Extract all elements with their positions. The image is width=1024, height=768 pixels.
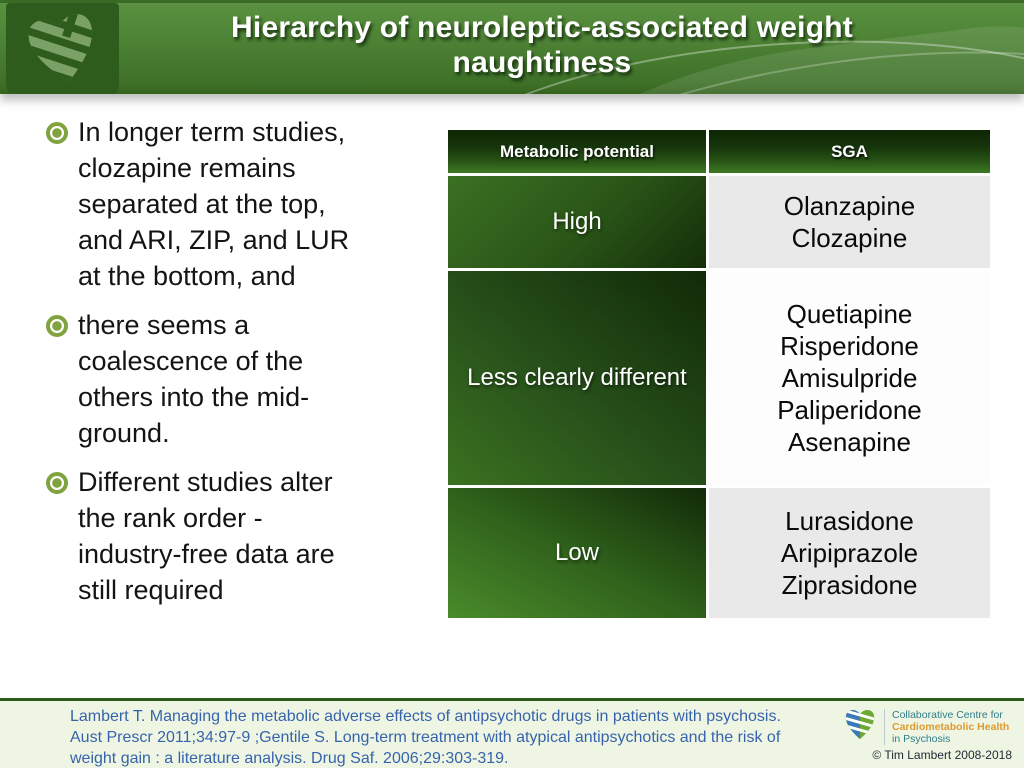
citation-line: Lambert T. Managing the metabolic advers…	[70, 708, 781, 725]
bullet-line: and ARI, ZIP, and LUR	[78, 225, 350, 255]
bullet-list: In longer term studies, clozapine remain…	[46, 114, 458, 621]
drug-name: Amisulpride	[781, 363, 918, 393]
drug-name: Olanzapine	[783, 191, 916, 221]
table-cell-potential-low: Low	[448, 488, 706, 618]
citation-text: Lambert T. Managing the metabolic advers…	[70, 706, 830, 768]
footer-logo-line3: in Psychosis	[892, 732, 951, 745]
footer-logo-line2: Cardiometabolic Health	[892, 720, 1010, 733]
bullet-line: the rank order -	[78, 503, 263, 533]
table-cell-sga-mid: Quetiapine Risperidone Amisulpride Palip…	[709, 271, 990, 485]
header-logo-box	[6, 3, 119, 94]
bullet-item-3: Different studies alter the rank order -…	[46, 464, 458, 608]
drug-name: Risperidone	[780, 331, 919, 361]
drug-name: Lurasidone	[785, 506, 914, 536]
bullet-line: Different studies alter	[78, 467, 333, 497]
cardiometabolic-heart-logo-icon	[841, 706, 879, 747]
bullet-line: coalescence of the	[78, 346, 304, 376]
footer-logo-line1: Collaborative Centre for	[892, 708, 1003, 721]
drug-name: Ziprasidone	[781, 570, 918, 600]
bullet-line: there seems a	[78, 310, 250, 340]
bullet-line: separated at the top,	[78, 189, 326, 219]
drug-name: Asenapine	[788, 427, 911, 457]
footer-logo: Collaborative Centre for Cardiometabolic…	[841, 706, 1009, 747]
slide-title-line2: naughtiness	[452, 46, 632, 79]
bullet-line: clozapine remains	[78, 153, 296, 183]
bullet-line: still required	[78, 575, 224, 605]
table-cell-sga-low: Lurasidone Aripiprazole Ziprasidone	[709, 488, 990, 618]
bullet-icon	[46, 122, 68, 144]
bullet-line: In longer term studies,	[78, 117, 346, 147]
heart-leaf-logo-icon	[20, 7, 106, 95]
bullet-icon	[46, 315, 68, 337]
bullet-text-2: there seems a coalescence of the others …	[78, 307, 309, 451]
bullet-item-2: there seems a coalescence of the others …	[46, 307, 458, 451]
bullet-line: others into the mid-	[78, 382, 310, 412]
bullet-item-1: In longer term studies, clozapine remain…	[46, 114, 458, 294]
drug-name: Paliperidone	[777, 395, 922, 425]
drug-name: Quetiapine	[786, 299, 913, 329]
table-cell-potential-mid: Less clearly different	[448, 271, 706, 485]
drug-name: Clozapine	[791, 223, 908, 253]
citation-line: weight gain : a literature analysis. Dru…	[70, 750, 509, 767]
bullet-line: industry-free data are	[78, 539, 335, 569]
footer-bar: Lambert T. Managing the metabolic advers…	[0, 698, 1024, 768]
copyright-text: © Tim Lambert 2008-2018	[872, 748, 1012, 762]
footer-logo-divider	[884, 708, 885, 745]
slide-title-line1: Hierarchy of neuroleptic-associated weig…	[231, 11, 853, 44]
citation-line: Aust Prescr 2011;34:97-9 ;Gentile S. Lon…	[70, 729, 781, 746]
bullet-line: ground.	[78, 418, 170, 448]
bullet-text-1: In longer term studies, clozapine remain…	[78, 114, 349, 294]
table-cell-sga-high: Olanzapine Clozapine	[709, 176, 990, 268]
slide-title: Hierarchy of neuroleptic-associated weig…	[120, 10, 964, 80]
drug-name: Aripiprazole	[780, 538, 919, 568]
metabolic-potential-table: Metabolic potential SGA High Olanzapine …	[448, 130, 990, 618]
bullet-icon	[46, 472, 68, 494]
bullet-text-3: Different studies alter the rank order -…	[78, 464, 335, 608]
table-cell-potential-high: High	[448, 176, 706, 268]
bullet-line: at the bottom, and	[78, 261, 296, 291]
header-banner: Hierarchy of neuroleptic-associated weig…	[0, 0, 1024, 94]
table-header-metabolic-potential: Metabolic potential	[448, 130, 706, 173]
table-header-sga: SGA	[709, 130, 990, 173]
footer-logo-text: Collaborative Centre for Cardiometabolic…	[892, 709, 1009, 745]
